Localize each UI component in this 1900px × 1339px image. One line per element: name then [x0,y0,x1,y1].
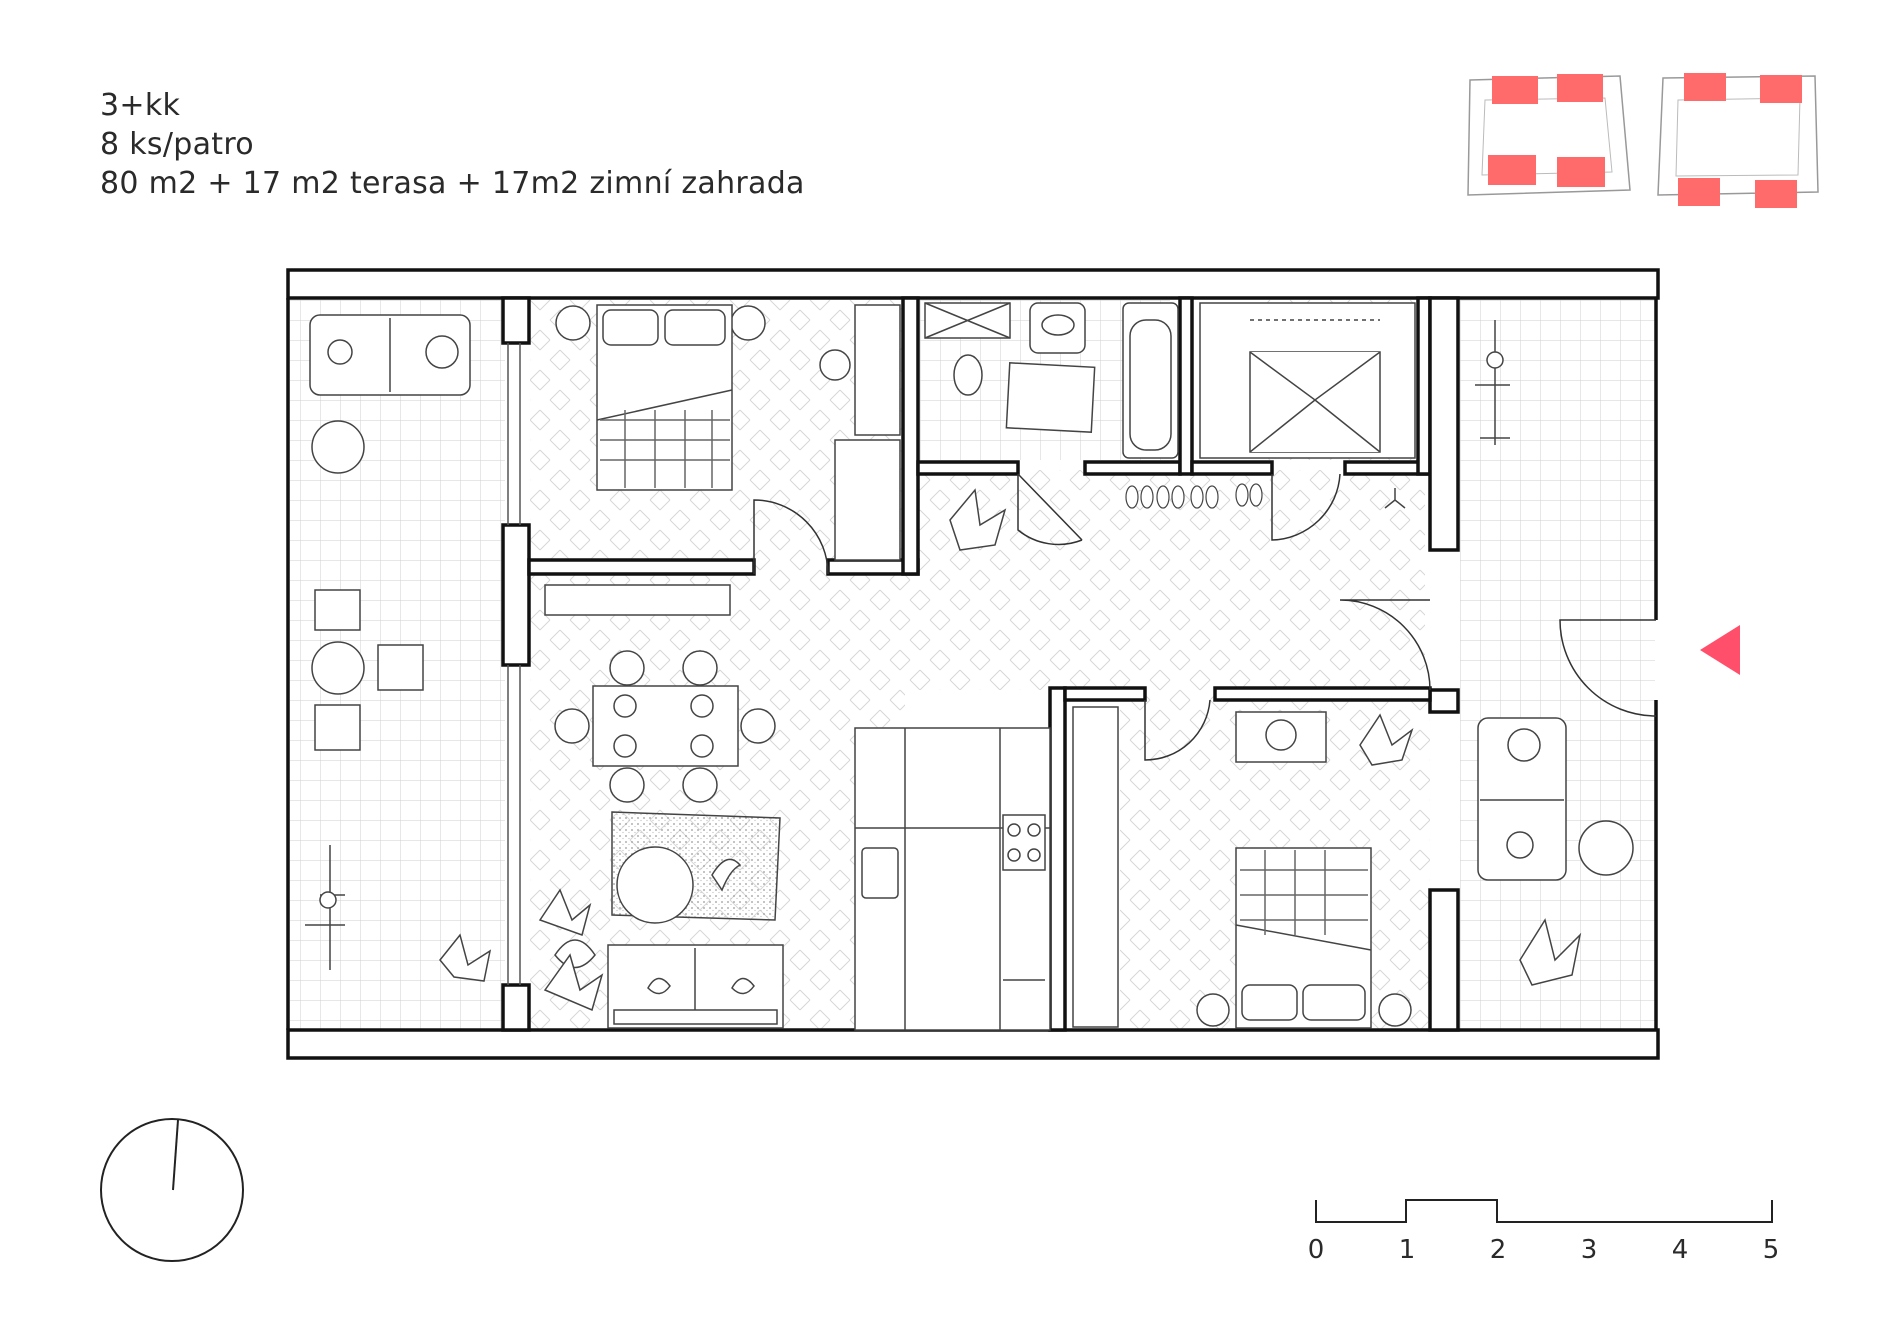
units-per-floor: 8 ks/patro [100,127,254,162]
door-swings [753,473,1657,761]
scale-label-2: 2 [1489,1235,1507,1265]
scale-label-5: 5 [1762,1235,1780,1265]
key-plan-2 [1657,73,1819,208]
scale-label-0: 0 [1307,1235,1325,1265]
unit-area: 80 m2 + 17 m2 terasa + 17m2 zimní zahrad… [100,166,805,201]
scale-label-1: 1 [1398,1235,1416,1265]
dining-set [554,650,776,803]
bedroom1-furniture [544,304,901,969]
walls [286,268,1660,1060]
shoes [1125,483,1263,509]
walk-in-closet [1199,302,1416,509]
scale-label-4: 4 [1671,1235,1689,1265]
kitchen [854,727,1051,1031]
plant [949,488,1007,551]
living-area [538,811,784,1029]
key-plan-1 [1467,74,1631,196]
bathroom-fixtures [924,302,1179,459]
unit-type: 3+kk [100,88,181,123]
terrace-furniture [305,314,492,982]
scale-bar [1315,1199,1773,1223]
entrance-marker-icon [1700,625,1740,675]
winter-garden-floor [1460,300,1655,1030]
scale-label-3: 3 [1580,1235,1598,1265]
north-arrow-icon [100,1118,244,1262]
winter-garden-furniture [1475,320,1634,986]
unit-description: 3+kk 8 ks/patro 80 m2 + 17 m2 terasa + 1… [100,86,805,203]
bedroom2-furniture [1072,706,1414,1029]
